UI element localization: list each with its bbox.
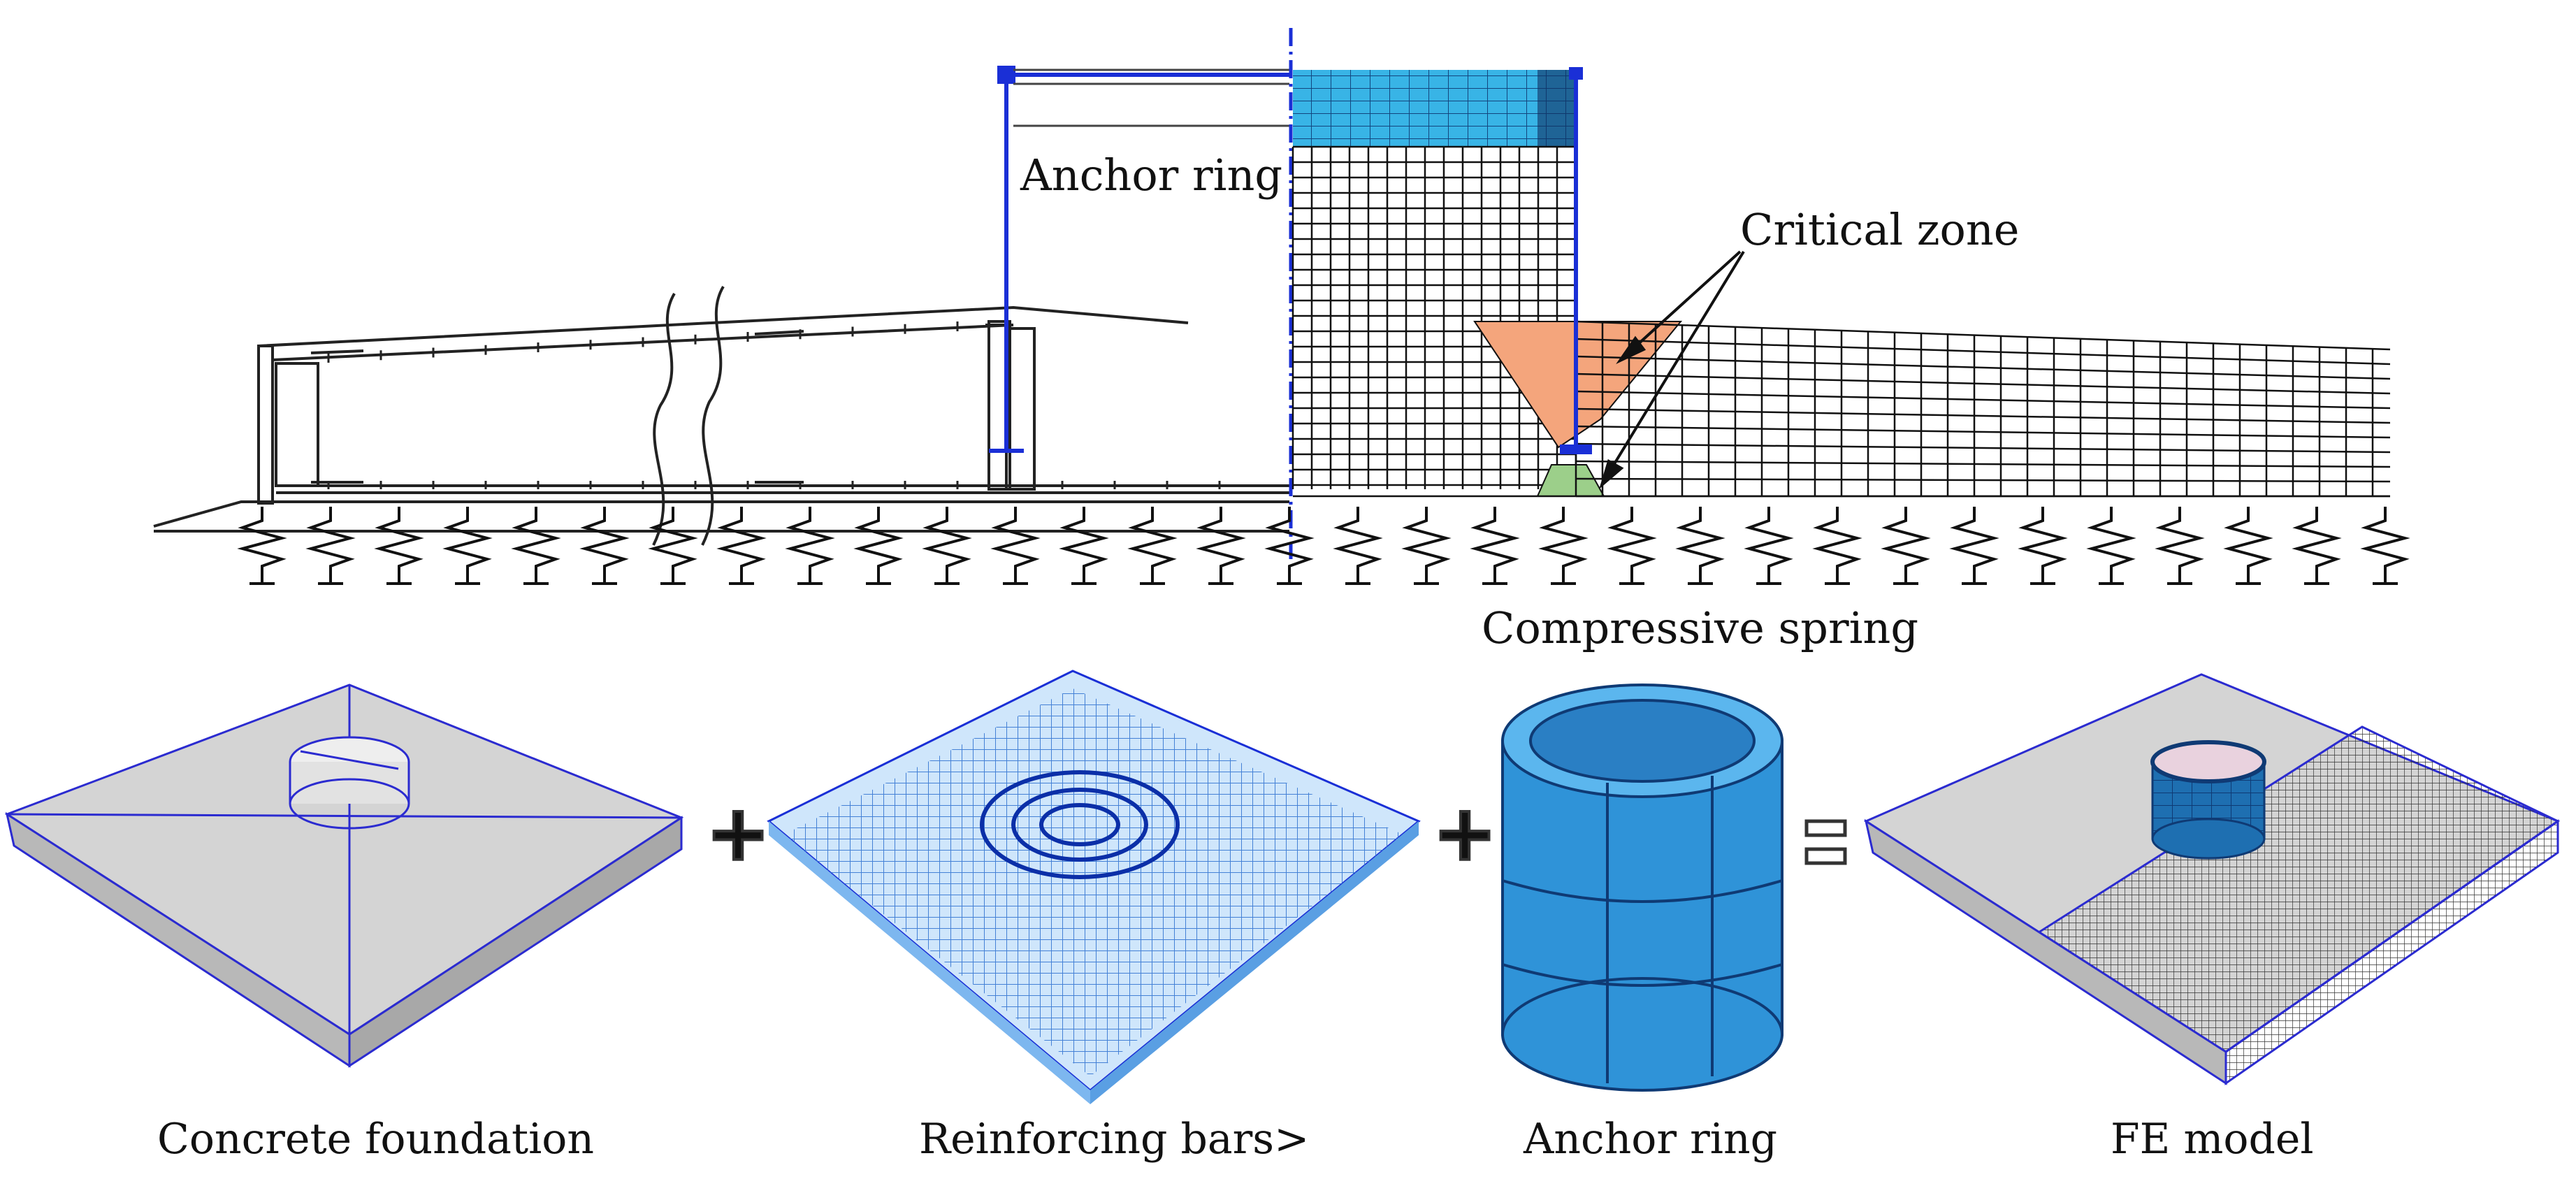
- rebar-ticks: [327, 321, 1221, 489]
- label-compressive-spring: Compressive spring: [1482, 602, 1918, 653]
- cross-section: Anchor ring Critical zone Compressive sp…: [153, 28, 2410, 653]
- reinforcing-bars-model: [767, 670, 1421, 1104]
- spring-row: [237, 507, 2410, 585]
- label-critical-zone: Critical zone: [1740, 204, 2020, 255]
- label-concrete-foundation: Concrete foundation: [157, 1115, 594, 1164]
- plus-operator-1: +: [706, 788, 770, 878]
- foundation-schematic: [153, 305, 1289, 533]
- plus-operator-2: +: [1433, 788, 1497, 878]
- label-fe-model: FE model: [2111, 1115, 2314, 1164]
- label-reinforcing-bars: Reinforcing bars>: [919, 1115, 1309, 1164]
- top-plate: [1013, 68, 1289, 127]
- break-symbol-icon: [652, 285, 725, 546]
- label-anchor-ring-top: Anchor ring: [1020, 150, 1282, 201]
- concrete-foundation-model: [4, 684, 684, 1068]
- components-row: + +: [4, 670, 2561, 1164]
- anchor-ring-schematic: [989, 66, 1289, 453]
- equals-operator: [1804, 819, 1847, 865]
- fe-model: [1863, 673, 2561, 1085]
- anchor-ring-model: [1501, 684, 1783, 1092]
- fe-mesh-section: [1291, 67, 2391, 498]
- label-anchor-ring-bottom: Anchor ring: [1523, 1115, 1777, 1164]
- critical-zone-arrows: [1599, 250, 1745, 489]
